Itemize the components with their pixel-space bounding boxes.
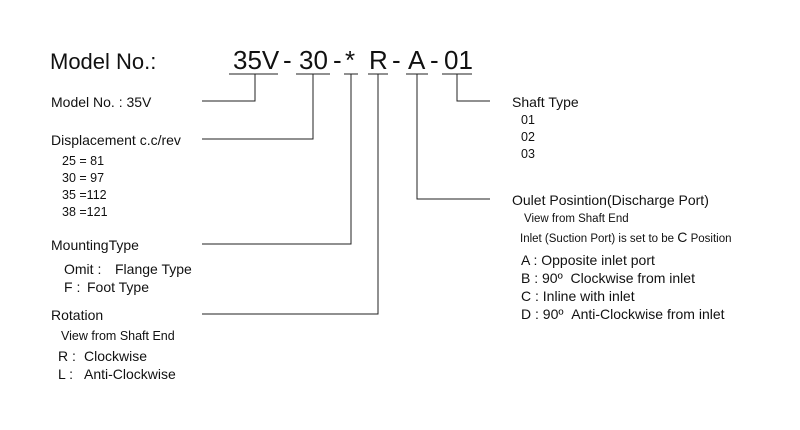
outlet-option: D : 90º Anti-Clockwise from inlet <box>521 307 725 321</box>
outlet-note: View from Shaft End <box>524 213 629 225</box>
leader-displacement <box>202 74 314 140</box>
mounting-option-desc: Flange Type <box>115 261 192 277</box>
outlet-option: C : Inline with inlet <box>521 289 635 303</box>
code-displacement: 30 <box>299 45 328 75</box>
rotation-option-desc: Anti-Clockwise <box>84 366 176 382</box>
code-separator: - <box>333 45 342 75</box>
outlet-option-desc: Clockwise from inlet <box>570 270 695 286</box>
shaft-option: 02 <box>521 130 535 144</box>
rotation-option-desc: Clockwise <box>84 348 148 364</box>
rotation-note: View from Shaft End <box>61 329 175 343</box>
shaft-label: Shaft Type <box>512 94 579 110</box>
shaft-option: 03 <box>521 147 535 161</box>
code-shaft: 01 <box>444 45 473 75</box>
displacement-label: Displacement c.c/rev <box>51 132 181 148</box>
mounting-option-code: Omit : <box>64 261 102 277</box>
displacement-option: 25 = 81 <box>62 154 105 168</box>
rotation-option-code: L : <box>58 366 74 382</box>
code-mounting: * <box>345 45 356 75</box>
outlet-note-inlet: Inlet (Suction Port) is set to be C Posi… <box>520 230 732 246</box>
outlet-option-code: A : <box>521 252 538 268</box>
mounting-option-desc: Foot Type <box>87 279 150 295</box>
rotation-option-code: R : <box>58 348 76 364</box>
displacement-option: 38 =121 <box>62 205 108 219</box>
shaft-option: 01 <box>521 113 535 127</box>
model-label: Model No. : 35V <box>51 94 152 110</box>
outlet-note-suffix: Position <box>690 233 732 245</box>
leader-outlet <box>416 74 490 200</box>
leader-model <box>202 74 256 102</box>
mounting-label: MountingType <box>51 237 139 253</box>
outlet-option: A : Opposite inlet port <box>521 253 655 267</box>
leader-rotation <box>202 74 379 315</box>
outlet-option-desc: Inline with inlet <box>542 288 635 304</box>
outlet-note-prefix: Inlet (Suction Port) is set to be <box>520 233 675 245</box>
outlet-option: B : 90º Clockwise from inlet <box>521 271 695 285</box>
code-separator: - <box>283 45 292 75</box>
leader-shaft <box>456 74 490 102</box>
outlet-option-desc: Opposite inlet port <box>541 252 655 268</box>
mounting-option-code: F : <box>64 279 81 295</box>
leader-mounting <box>202 74 352 245</box>
page-title: Model No.: <box>50 49 157 74</box>
displacement-option: 35 =112 <box>62 188 107 202</box>
outlet-option-code: D : 90º <box>521 306 564 322</box>
outlet-option-code: C : <box>521 288 539 304</box>
outlet-label: Oulet Posintion(Discharge Port) <box>512 192 709 208</box>
rotation-label: Rotation <box>51 307 104 323</box>
code-outlet: A <box>408 45 426 75</box>
outlet-note-letter: C <box>677 229 688 245</box>
outlet-option-desc: Anti-Clockwise from inlet <box>571 306 725 322</box>
code-rotation: R <box>369 45 388 75</box>
code-separator: - <box>392 45 401 75</box>
code-series: 35V <box>233 45 280 75</box>
displacement-option: 30 = 97 <box>62 171 105 185</box>
outlet-option-code: B : 90º <box>521 270 563 286</box>
code-separator: - <box>430 45 439 75</box>
